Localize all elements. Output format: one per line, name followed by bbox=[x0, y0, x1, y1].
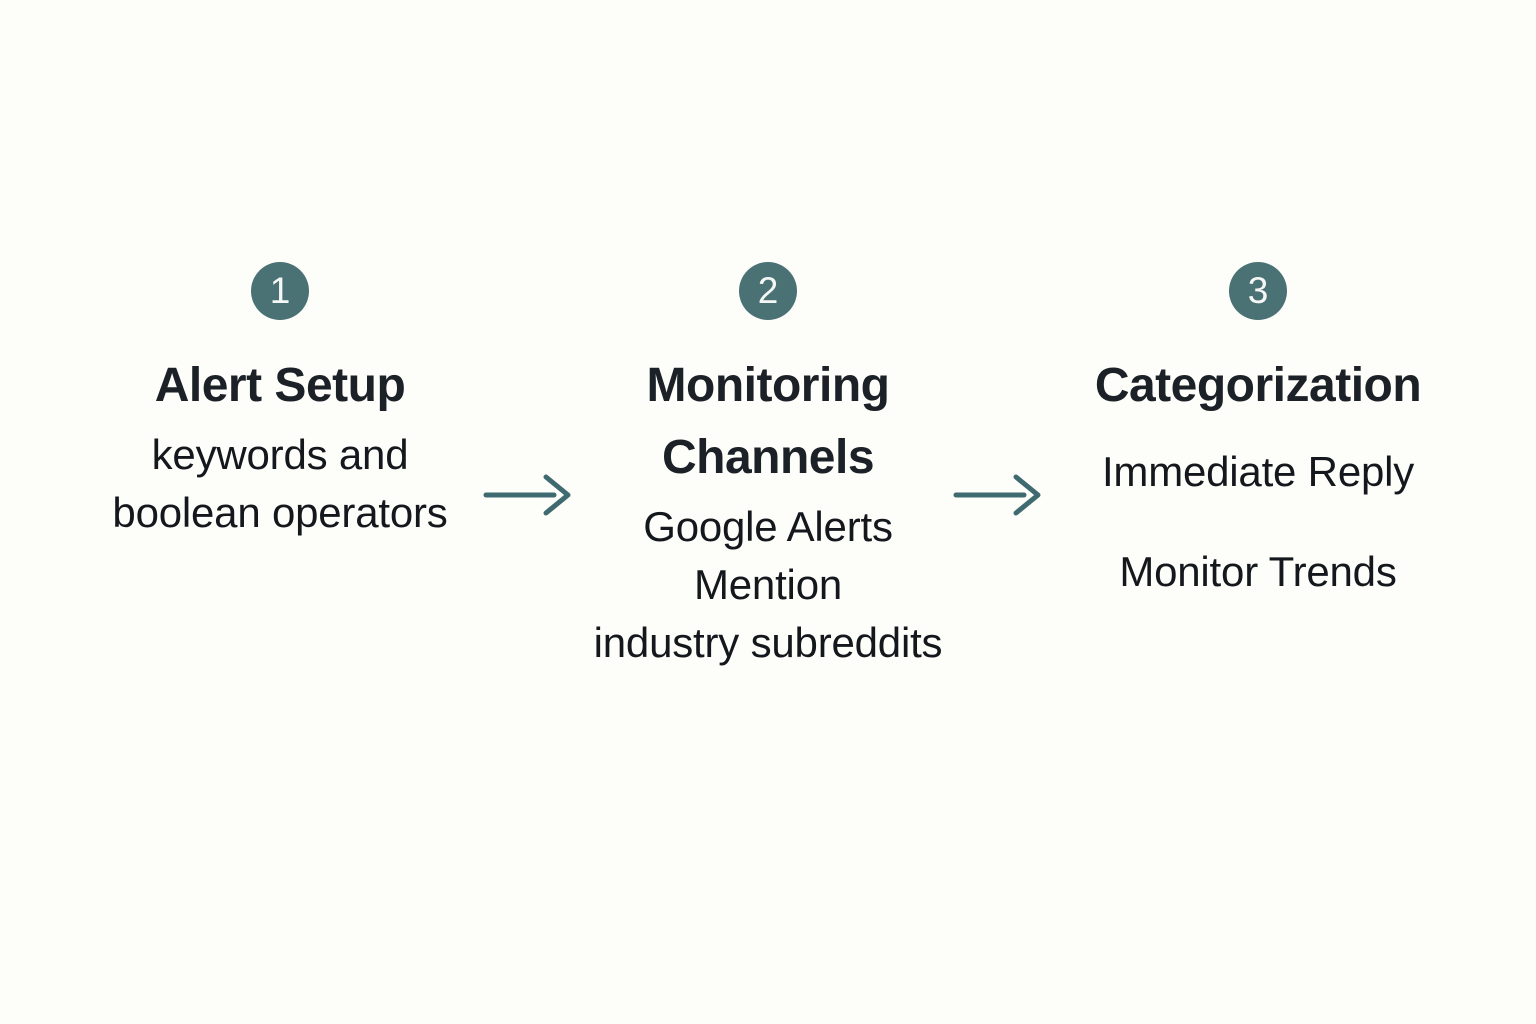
connector-arrow-2 bbox=[952, 472, 1044, 518]
step-body-2: Google Alerts Mention industry subreddit… bbox=[593, 503, 943, 666]
step-title-2: Monitoring Channels bbox=[646, 359, 890, 484]
step-item: Immediate Reply bbox=[1101, 448, 1415, 495]
step-number-badge-1: 1 bbox=[251, 262, 309, 320]
step-title-1: Alert Setup bbox=[154, 359, 406, 412]
arrow-right-icon bbox=[483, 474, 571, 516]
step-number-badge-2: 2 bbox=[739, 262, 797, 320]
step-number-badge-3: 3 bbox=[1229, 262, 1287, 320]
connector-arrow-1 bbox=[482, 472, 574, 518]
step-item-list-3: Immediate Reply Monitor Trends bbox=[1102, 444, 1414, 600]
process-step-1: 1 Alert Setup keywords and boolean opera… bbox=[70, 262, 490, 542]
process-step-2: 2 Monitoring Channels Google Alerts Ment… bbox=[558, 262, 978, 672]
arrow-right-icon bbox=[953, 474, 1041, 516]
step-body-1: keywords and boolean operators bbox=[112, 431, 448, 536]
step-title-3: Categorization bbox=[1094, 359, 1422, 412]
process-step-3: 3 Categorization Immediate Reply Monitor… bbox=[1048, 262, 1468, 600]
step-item: Monitor Trends bbox=[1119, 548, 1397, 595]
